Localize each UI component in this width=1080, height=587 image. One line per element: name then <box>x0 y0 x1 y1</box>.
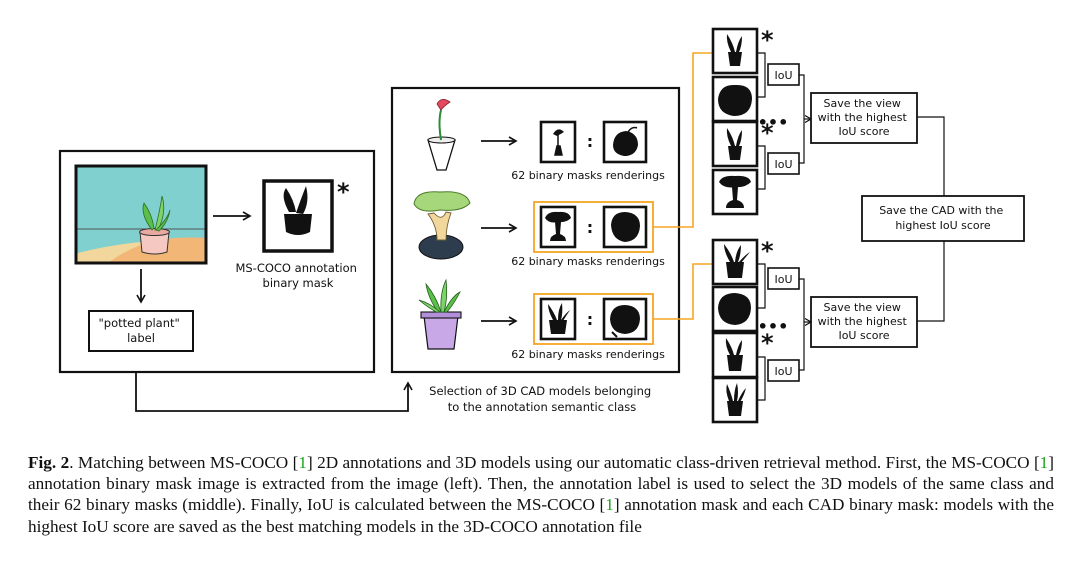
figure-caption: Fig. 2. Matching between MS-COCO [1] 2D … <box>28 452 1054 537</box>
right-section: * ••• * IoU IoU Save the view with the h… <box>711 26 1025 424</box>
middle-panel: : 62 binary masks renderings : 62 binary… <box>390 86 681 414</box>
save-view-box-bottom <box>810 296 918 348</box>
view-mask-plant-4 <box>711 376 759 424</box>
render-mask-flower-last <box>602 120 648 164</box>
render-mask-plant-first <box>539 297 577 341</box>
renderings-label-2: 62 binary masks renderings <box>511 255 665 268</box>
caption-text-1: . Matching between MS-COCO [ <box>69 453 299 472</box>
save-view-label-top: Save the view with the highest IoU score <box>818 97 911 138</box>
caption-citation-3[interactable]: 1 <box>605 495 614 515</box>
caption-citation-1[interactable]: 1 <box>298 453 307 472</box>
coco-scene-image <box>74 164 208 265</box>
ellipsis-top: ••• <box>758 113 789 132</box>
render-mask-bonsai-first <box>539 205 577 249</box>
iou-label-bottom-2: IoU <box>774 365 792 378</box>
class-label: "potted plant" label <box>99 316 184 345</box>
mask-label: MS-COCO annotation binary mask <box>235 261 360 290</box>
iou-bracket-bottom-2 <box>757 356 766 401</box>
view-mask-bonsai-1 <box>711 27 759 75</box>
iou-bottom-merge <box>799 278 805 371</box>
iou-bracket-bottom-1 <box>757 263 766 309</box>
save-cad-label: Save the CAD with the highest IoU score <box>879 204 1007 232</box>
save-cad-box <box>861 195 1025 242</box>
colon-row-3: : <box>587 310 593 329</box>
cad-model-bonsai-tree <box>413 191 471 260</box>
iou-top-merge <box>799 74 805 164</box>
figure: * MS-COCO annotation binary mask "potted… <box>58 26 1025 424</box>
renderings-label-1: 62 binary masks renderings <box>511 169 665 182</box>
selection-label: Selection of 3D CAD models belonging to … <box>429 384 655 414</box>
view-mask-bonsai-2 <box>711 75 759 123</box>
cad-model-potted-plant <box>418 278 462 350</box>
caption-text-4: ] annotation mask and each CAD binary ma… <box>28 495 1054 536</box>
colon-row-1: : <box>587 132 593 151</box>
iou-bracket-top-1 <box>757 52 766 98</box>
render-mask-bonsai-last <box>602 205 648 249</box>
save-view-label-bottom: Save the view with the highest IoU score <box>818 301 911 342</box>
mask-star-marker: * <box>337 178 350 206</box>
iou-bracket-top-2 <box>757 145 766 190</box>
bonsai-to-views-connector <box>653 52 713 228</box>
plant-to-views-connector <box>653 263 713 320</box>
caption-text-3: ] annotation binary mask image is extrac… <box>28 453 1054 515</box>
view-star-3: * <box>761 237 774 265</box>
caption-text-2: ] 2D annotations and 3D models using our… <box>306 453 1040 472</box>
iou-label-bottom-1: IoU <box>774 273 792 286</box>
class-label-box <box>88 310 194 352</box>
view-star-1: * <box>761 26 774 54</box>
render-mask-flower-first <box>539 120 577 164</box>
cad-model-flower-vase <box>427 99 456 171</box>
view-mask-plant-2 <box>711 285 759 333</box>
render-mask-plant-last <box>602 297 648 341</box>
caption-citation-2[interactable]: 1 <box>1039 453 1049 472</box>
coco-annotation-mask <box>262 179 334 253</box>
renderings-label-3: 62 binary masks renderings <box>511 348 665 361</box>
ellipsis-bottom: ••• <box>758 317 789 336</box>
view-star-2: * <box>761 119 774 147</box>
left-panel: * MS-COCO annotation binary mask "potted… <box>58 149 376 374</box>
view-mask-bonsai-3 <box>711 120 759 168</box>
view-mask-bonsai-4 <box>711 168 759 216</box>
iou-label-top-1: IoU <box>774 69 792 82</box>
class-to-selection-arrow <box>135 372 413 412</box>
caption-figure-number: Fig. 2 <box>28 453 70 472</box>
colon-row-2: : <box>587 218 593 237</box>
view-mask-plant-1 <box>711 238 759 286</box>
view-star-4: * <box>761 329 774 357</box>
view-mask-plant-3 <box>711 331 759 379</box>
iou-label-top-2: IoU <box>774 158 792 171</box>
save-view-box-top <box>810 92 918 144</box>
